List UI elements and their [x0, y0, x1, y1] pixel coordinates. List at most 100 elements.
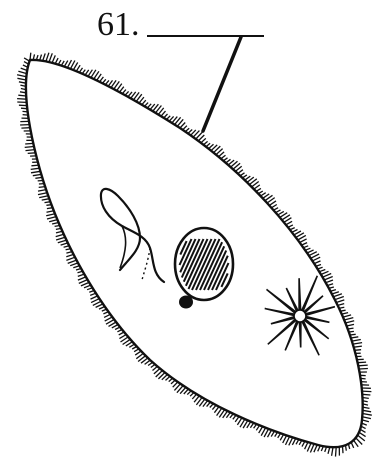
cilium: [226, 159, 231, 163]
cilium: [66, 254, 73, 256]
cilium: [45, 202, 51, 203]
cilium: [283, 435, 287, 443]
cilium: [292, 230, 298, 233]
cilium: [286, 221, 292, 225]
cilium: [204, 141, 208, 144]
cilium: [31, 171, 40, 173]
cilium: [183, 126, 187, 130]
cilium: [142, 100, 146, 105]
cilium: [46, 205, 51, 206]
cilium: [49, 53, 52, 62]
cilium: [348, 328, 354, 329]
cilium: [307, 443, 311, 451]
cilium: [361, 378, 366, 379]
cilium: [319, 270, 325, 272]
cilium: [26, 150, 35, 151]
cilium: [46, 53, 49, 62]
cilium: [35, 177, 42, 178]
cilium: [355, 350, 362, 351]
cilium: [148, 362, 153, 365]
cilium: [119, 335, 126, 339]
cilium: [362, 398, 368, 399]
cilium: [359, 369, 368, 370]
vacuole-canal: [299, 322, 301, 348]
cilium: [187, 391, 191, 395]
cilium: [132, 347, 137, 350]
cilium: [46, 214, 55, 216]
macronucleus-hatch: [180, 239, 195, 272]
cilium: [314, 445, 317, 452]
cilium: [70, 263, 78, 266]
cilium: [135, 351, 141, 355]
cilium: [300, 239, 307, 243]
cilium: [18, 95, 26, 96]
cilium: [115, 327, 120, 330]
vacuole-canal: [302, 321, 319, 355]
cilium: [278, 211, 284, 215]
cilium: [185, 128, 189, 131]
cilium: [354, 346, 362, 347]
cilium: [134, 349, 139, 352]
cilium: [76, 65, 80, 71]
cilium: [363, 414, 372, 416]
cilium: [316, 265, 321, 267]
cilium: [276, 210, 281, 213]
cilium: [336, 300, 344, 303]
cilium: [90, 293, 96, 295]
cilium: [254, 185, 260, 189]
cilium: [350, 334, 356, 335]
cilium: [192, 394, 196, 399]
cilium: [310, 444, 314, 453]
cilium: [104, 314, 110, 317]
cilium: [259, 427, 263, 434]
cilium: [64, 246, 70, 247]
cilium: [103, 79, 106, 83]
cilium: [78, 271, 83, 273]
cilium: [207, 402, 211, 407]
cilium: [79, 68, 82, 73]
cilium: [66, 252, 72, 254]
cilium: [66, 257, 75, 260]
cilium: [38, 190, 46, 192]
cilium: [97, 74, 102, 81]
cilium: [89, 291, 94, 293]
cilium: [85, 70, 89, 75]
cilium: [271, 431, 274, 437]
cilium: [338, 304, 345, 306]
cilium: [230, 414, 233, 418]
cilium: [49, 220, 57, 222]
cilium: [61, 243, 68, 245]
cilium: [30, 53, 31, 60]
micronucleus-icon: [179, 296, 193, 309]
oral-groove-icon: [101, 189, 164, 282]
gullet-line: [120, 226, 126, 268]
cilium: [112, 325, 118, 328]
cilium: [219, 152, 225, 157]
cilium: [333, 294, 342, 297]
cilium: [351, 442, 354, 448]
cilium: [55, 58, 58, 64]
cilium: [359, 432, 366, 436]
cilium: [363, 410, 372, 412]
cilium: [39, 187, 45, 188]
cilium: [343, 446, 344, 453]
cilium: [33, 174, 42, 175]
cilium: [212, 405, 216, 409]
cilia-icon: [17, 53, 372, 457]
cilium: [153, 366, 158, 370]
cilium: [261, 193, 266, 196]
cilium: [307, 250, 314, 253]
cilium: [47, 211, 54, 213]
cilium: [302, 243, 308, 246]
cilium: [25, 143, 33, 144]
cilium: [68, 260, 77, 263]
cilium: [145, 103, 149, 107]
cilium: [274, 208, 279, 211]
cilium: [344, 318, 353, 320]
cilium: [173, 382, 178, 387]
cilium: [250, 423, 253, 428]
cilium: [209, 144, 214, 148]
cilium: [201, 138, 206, 142]
cilium: [210, 404, 214, 408]
